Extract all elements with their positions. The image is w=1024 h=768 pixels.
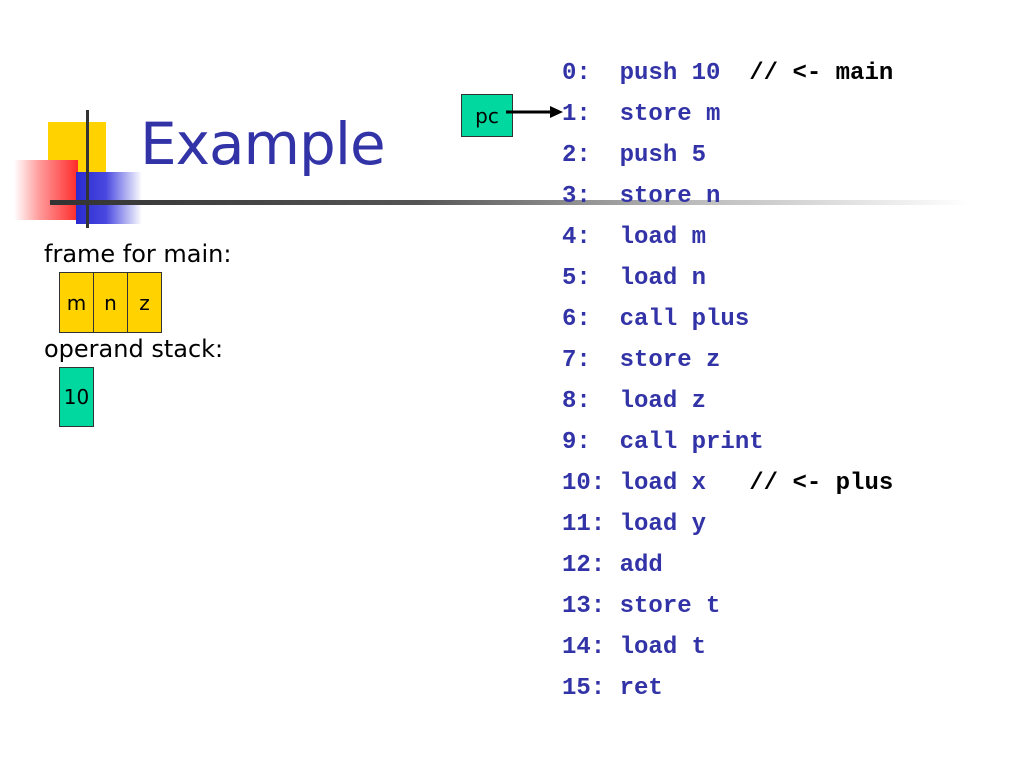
code-instruction: load n xyxy=(619,265,707,292)
operand-stack-cell: 10 xyxy=(59,367,94,427)
frame-label: frame for main: xyxy=(44,240,232,268)
code-instruction: add xyxy=(619,552,663,579)
code-address: 0: xyxy=(562,60,620,87)
code-instruction: call print xyxy=(619,429,764,456)
code-address: 8: xyxy=(562,388,620,415)
code-line: 5: load n xyxy=(562,260,893,301)
code-line: 7: store z xyxy=(562,342,893,383)
code-line: 6: call plus xyxy=(562,301,893,342)
code-instruction: ret xyxy=(619,675,663,702)
code-address: 15: xyxy=(562,675,620,702)
operand-stack-label: operand stack: xyxy=(44,335,224,363)
code-line: 11: load y xyxy=(562,506,893,547)
code-address: 5: xyxy=(562,265,620,292)
code-instruction: store n xyxy=(619,183,721,210)
decor-red-square xyxy=(14,160,78,220)
code-line: 3: store n xyxy=(562,178,893,219)
code-address: 14: xyxy=(562,634,620,661)
code-address: 9: xyxy=(562,429,620,456)
code-instruction: store m xyxy=(619,101,721,128)
code-line: 14: load t xyxy=(562,629,893,670)
code-line: 8: load z xyxy=(562,383,893,424)
frame-cell-m: m xyxy=(59,272,94,333)
code-instruction: load z xyxy=(619,388,707,415)
code-instruction: push 10 xyxy=(619,60,750,87)
title-underline xyxy=(50,200,970,205)
code-address: 12: xyxy=(562,552,620,579)
code-address: 2: xyxy=(562,142,620,169)
code-instruction: load x xyxy=(619,470,750,497)
slide-title: Example xyxy=(140,110,386,178)
code-address: 1: xyxy=(562,101,620,128)
decor-vertical-line xyxy=(86,110,89,228)
code-line: 0: push 10 // <- main xyxy=(562,55,893,96)
code-instruction: push 5 xyxy=(619,142,707,169)
code-address: 3: xyxy=(562,183,620,210)
code-instruction: call plus xyxy=(619,306,750,333)
code-line: 13: store t xyxy=(562,588,893,629)
code-instruction: load t xyxy=(619,634,707,661)
code-address: 6: xyxy=(562,306,620,333)
code-line: 4: load m xyxy=(562,219,893,260)
pc-box: pc xyxy=(461,94,513,137)
frame-cell-n: n xyxy=(93,272,128,333)
code-address: 4: xyxy=(562,224,620,251)
code-line: 2: push 5 xyxy=(562,137,893,178)
code-line: 9: call print xyxy=(562,424,893,465)
code-line: 15: ret xyxy=(562,670,893,711)
code-address: 13: xyxy=(562,593,620,620)
code-line: 1: store m xyxy=(562,96,893,137)
code-address: 10: xyxy=(562,470,620,497)
code-instruction: load m xyxy=(619,224,707,251)
code-address: 7: xyxy=(562,347,620,374)
code-comment: // <- plus xyxy=(749,470,894,497)
frame-cell-z: z xyxy=(127,272,162,333)
code-instruction: store z xyxy=(619,347,721,374)
code-line: 10: load x // <- plus xyxy=(562,465,893,506)
code-address: 11: xyxy=(562,511,620,538)
code-listing: 0: push 10 // <- main 1: store m 2: push… xyxy=(562,55,893,711)
code-comment: // <- main xyxy=(749,60,894,87)
code-line: 12: add xyxy=(562,547,893,588)
pc-arrow-icon xyxy=(506,106,563,118)
code-instruction: store t xyxy=(619,593,721,620)
code-instruction: load y xyxy=(619,511,707,538)
